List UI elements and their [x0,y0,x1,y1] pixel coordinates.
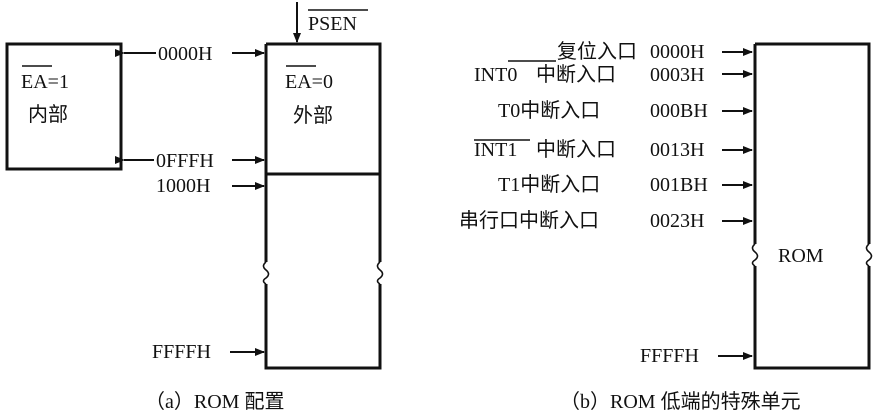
addr-ffffh-left: FFFFH [152,341,211,363]
entry-row: T0中断入口 000BH [498,99,753,122]
addr-ffffh-right: FFFFH [640,345,699,367]
entry-row: INT1 中断入口 0013H [474,138,753,161]
entry-signal: INT1 [474,139,517,161]
entry-addr: 001BH [650,174,708,196]
addr-1000h: 1000H [156,175,210,197]
entry-addr: 0003H [650,64,704,86]
entry-row: T1中断入口 001BH [498,173,753,196]
entry-signal: INT0 [474,64,517,86]
ea-internal-label: EA=1 [21,71,69,93]
entry-name: 中断入口 [536,138,616,161]
addr-0fffh: 0FFFH [156,150,214,172]
entry-row: 串行口中断入口 0023H [459,209,753,232]
entry-name: T0中断入口 [498,99,600,122]
break-squiggle-right-b [865,243,873,267]
psen-label: PSEN [308,13,357,35]
break-squiggle-right-a [751,243,759,267]
entry-addr: 000BH [650,100,708,122]
rom-label: ROM [778,245,824,267]
entry-name: 中断入口 [536,63,616,86]
caption-b: （b）ROM 低端的特殊单元 [560,390,801,413]
external-rom-box [264,42,382,370]
internal-label: 内部 [28,103,68,126]
entry-addr: 0023H [650,210,704,232]
entry-row: INT0 中断入口 0003H [474,63,753,86]
break-squiggle-left-b [376,261,384,285]
caption-a: （a）ROM 配置 [145,390,284,413]
entry-name: 串行口中断入口 [459,209,599,232]
entry-addr: 0013H [650,139,704,161]
entry-addr: 0000H [650,41,704,63]
ea-external-label: EA=0 [285,71,333,93]
entry-row: 复位入口 0000H [557,40,753,63]
entry-name: 复位入口 [557,40,637,63]
external-label: 外部 [293,104,333,127]
break-squiggle-left-a [262,261,270,285]
addr-0000h-left: 0000H [158,43,212,65]
rom-box [753,42,871,370]
internal-rom-block [5,42,123,171]
entry-name: T1中断入口 [498,173,600,196]
